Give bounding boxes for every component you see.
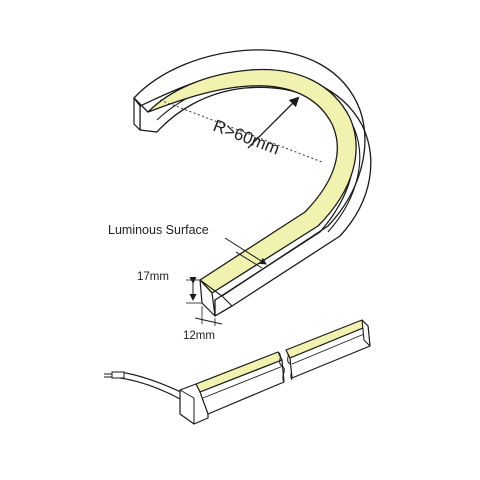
width-label: 12mm [183,330,215,342]
curved-strip-luminous-surface [133,68,357,294]
luminous-surface-callout: Luminous Surface [108,223,267,269]
straight-strip [104,319,371,425]
height-dimension: 17mm [137,271,202,304]
radius-label: R>60mm [211,116,283,159]
power-cable [119,371,186,395]
height-label: 17mm [137,271,169,283]
width-dimension: 12mm [183,306,223,342]
curved-strip [133,49,372,317]
luminous-surface-label: Luminous Surface [108,223,209,237]
